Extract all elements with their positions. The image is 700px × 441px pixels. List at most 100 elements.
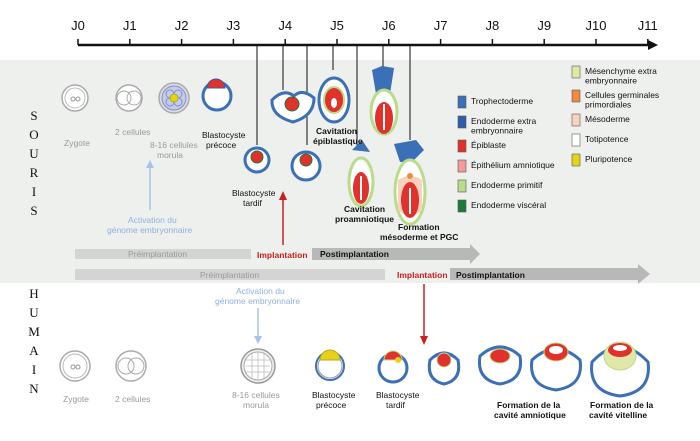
human-amniotic-label-1: Formation de la xyxy=(497,400,561,410)
mouse-morula-icon xyxy=(158,82,190,114)
human-early-blastocyst-icon xyxy=(315,349,345,381)
human-two-cell-icon xyxy=(115,350,147,382)
mouse-preimplantation-label: Préimplantation xyxy=(128,249,187,259)
primitive-endoderm-swatch xyxy=(457,179,467,193)
mouse-stage-labels: Zygote 2 cellules 8-16 cellules morula B… xyxy=(64,126,458,242)
mouse-morula-label-2: morula xyxy=(157,150,183,160)
human-activation: Activation du génome embryonnaire xyxy=(215,286,300,344)
human-implanting-icon-2 xyxy=(477,345,523,386)
mouse-activation-label-1: Activation du xyxy=(128,215,177,225)
species.mouse-letter: I xyxy=(32,184,36,199)
extraembryonic-endoderm-swatch xyxy=(457,115,467,129)
legend-label: Cellules germinales xyxy=(585,90,659,100)
day-label: J7 xyxy=(434,18,448,33)
mouse-zygote-label: Zygote xyxy=(64,138,90,148)
mouse-two-cells-label: 2 cellules xyxy=(115,127,150,137)
human-phase-bars: Préimplantation Implantation Postimplant… xyxy=(75,264,650,284)
day-label: J8 xyxy=(486,18,500,33)
legend-label: Endoderme primitif xyxy=(471,180,543,190)
legend-label: Mésenchyme extra xyxy=(585,66,657,76)
human-late-blastocyst-label-2: tardif xyxy=(386,400,406,410)
legend-label: Mésoderme xyxy=(585,114,630,124)
mouse-late-blastocyst-label-1: Blastocyste xyxy=(232,188,276,198)
mouse-cavitation-proamniotic-icon xyxy=(347,140,375,208)
species.human-letter: I xyxy=(32,362,36,377)
species.mouse-letter: O xyxy=(29,127,38,142)
day-label: J5 xyxy=(330,18,344,33)
day-label: J0 xyxy=(71,18,85,33)
human-late-blastocyst-label-1: Blastocyste xyxy=(376,390,420,400)
human-two-cells-label: 2 cellules xyxy=(115,394,150,404)
species.mouse-letter: S xyxy=(30,203,37,218)
human-yolk-cavity-icon xyxy=(590,341,650,398)
day-label: J1 xyxy=(123,18,137,33)
species.mouse-letter: U xyxy=(29,146,39,161)
pluripotency-swatch xyxy=(571,153,581,167)
mouse-early-blastocyst-label-2: précoce xyxy=(206,140,237,150)
species.human-letter: M xyxy=(28,324,40,339)
human-implantation-arrow xyxy=(420,284,428,345)
species.human-letter: A xyxy=(29,343,39,358)
mouse-implantation-arrow xyxy=(279,191,287,245)
legend-label: embryonnaire xyxy=(471,126,523,136)
human-implantation-label: Implantation xyxy=(397,270,448,280)
species.mouse-letter: R xyxy=(30,165,39,180)
mouse-morula-label-1: 8-16 cellules xyxy=(150,140,198,150)
human-implanting-icon-1 xyxy=(427,351,461,386)
human-amniotic-cavity-icon xyxy=(530,342,582,392)
legend-label: Endoderme extra xyxy=(471,116,536,126)
mouse-e4-lower-embryo-icon xyxy=(290,150,322,182)
day-label: J4 xyxy=(278,18,292,33)
species.human-letter: H xyxy=(29,286,38,301)
mouse-e6-embryo-icon xyxy=(369,66,399,136)
mouse-two-cell-icon xyxy=(115,84,143,112)
legend-label: Épiblaste xyxy=(471,140,506,150)
amniotic-epithelium-swatch xyxy=(457,159,467,173)
human-zygote-label: Zygote xyxy=(63,394,89,404)
mouse-e4-embryo-icon xyxy=(270,91,316,124)
mouse-postimplantation-label: Postimplantation xyxy=(320,249,389,259)
human-postimplantation-arrow xyxy=(450,264,650,284)
human-amniotic-label-2: cavité amniotique xyxy=(494,410,566,420)
mouse-early-blastocyst-label-1: Blastocyste xyxy=(202,130,246,140)
legend-label: Trophectoderme xyxy=(471,96,533,106)
human-zygote-icon xyxy=(59,350,91,382)
human-postimplantation-label: Postimplantation xyxy=(456,270,525,280)
day-label: J10 xyxy=(586,18,607,33)
trophectoderm-swatch xyxy=(457,95,467,109)
mouse-embryos xyxy=(61,66,427,226)
human-yolk-label-1: Formation de la xyxy=(590,400,654,410)
human-preimplantation-bar xyxy=(75,269,385,280)
human-embryos xyxy=(59,341,650,398)
timeline-arrowhead xyxy=(648,40,658,50)
human-preimplantation-label: Préimplantation xyxy=(200,270,259,280)
mouse-preimplantation-bar xyxy=(75,249,251,259)
human-early-blastocyst-label-1: Blastocyste xyxy=(312,390,356,400)
mouse-activation: Activation du génome embryonnaire xyxy=(107,160,192,235)
day-label: J6 xyxy=(382,18,396,33)
human-morula-icon xyxy=(240,348,276,384)
human-morula-label-2: morula xyxy=(243,400,269,410)
human-early-blastocyst-label-2: précoce xyxy=(316,400,347,410)
mouse-formation-label-1: Formation xyxy=(398,222,440,232)
legend-label: Épithélium amniotique xyxy=(471,160,555,170)
species.human-letter: N xyxy=(29,381,39,396)
human-stage-labels: Zygote 2 cellules 8-16 cellules morula B… xyxy=(63,390,654,420)
stage-pointer-lines xyxy=(256,45,411,145)
mouse-implantation-label: Implantation xyxy=(257,250,308,260)
species.human-letter: U xyxy=(29,305,39,320)
day-label: J9 xyxy=(537,18,551,33)
mouse-cavitation-pro-label-1: Cavitation xyxy=(344,204,385,214)
day-label: J3 xyxy=(227,18,241,33)
mouse-formation-label-2: mésoderme et PGC xyxy=(380,232,458,242)
mouse-cavitation-epi-label-2: épiblastique xyxy=(313,136,363,146)
mouse-cavitation-epiblast-icon xyxy=(317,76,351,124)
human-late-blastocyst-icon xyxy=(377,350,409,384)
mouse-cavitation-pro-label-2: proamniotique xyxy=(335,214,394,224)
legend-label: primordiales xyxy=(585,100,631,110)
